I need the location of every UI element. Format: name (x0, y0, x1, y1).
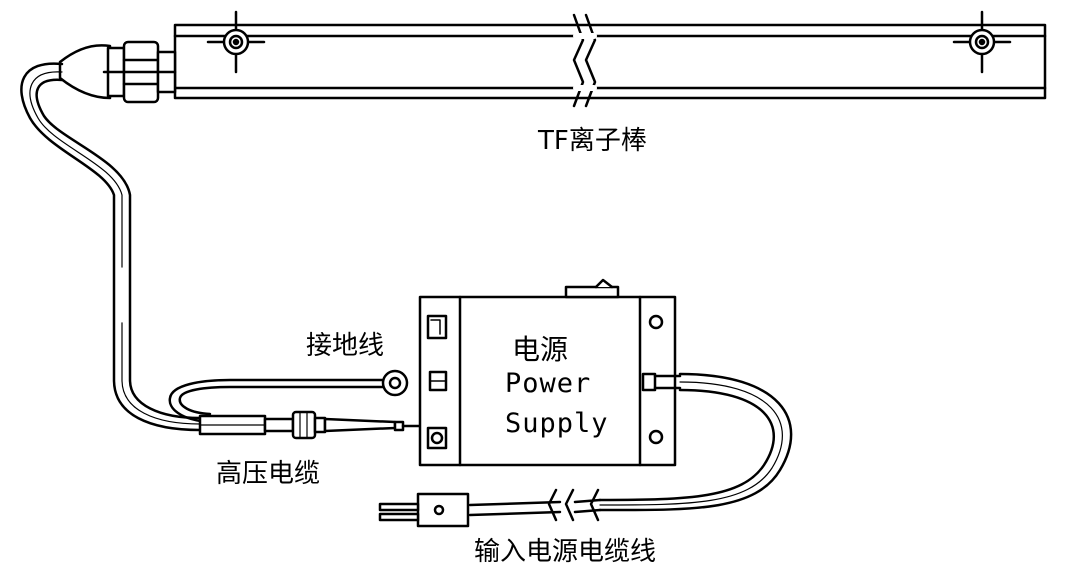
ion-bar-label: TF离子棒 (538, 126, 647, 156)
mount-screw-right-icon (952, 10, 1012, 74)
terminal-mid-icon (428, 370, 448, 392)
power-supply-box (418, 278, 677, 467)
mount-screw-left-icon (206, 10, 266, 74)
mount-hole-icon (648, 314, 664, 445)
ground-wire-label: 接地线 (306, 331, 385, 361)
ground-terminal-icon (381, 369, 409, 397)
input-cable (468, 372, 793, 517)
hv-cable-label: 高压电缆 (216, 459, 321, 489)
terminal-bottom-icon (426, 426, 448, 450)
power-plug-icon (378, 492, 470, 528)
hv-cable-connector (198, 410, 422, 440)
power-supply-label-en-1: Power (505, 368, 592, 399)
power-supply-label-cn: 电源 (512, 333, 569, 366)
terminal-top-icon (426, 314, 448, 340)
bar-connector (58, 40, 177, 104)
input-cable-label: 输入电源电缆线 (474, 537, 657, 567)
ion-bar (173, 13, 1047, 108)
hv-cable (20, 62, 202, 432)
ground-wire (168, 378, 388, 424)
power-supply-label-en-2: Supply (505, 408, 609, 439)
cable-break-mark (547, 488, 600, 522)
